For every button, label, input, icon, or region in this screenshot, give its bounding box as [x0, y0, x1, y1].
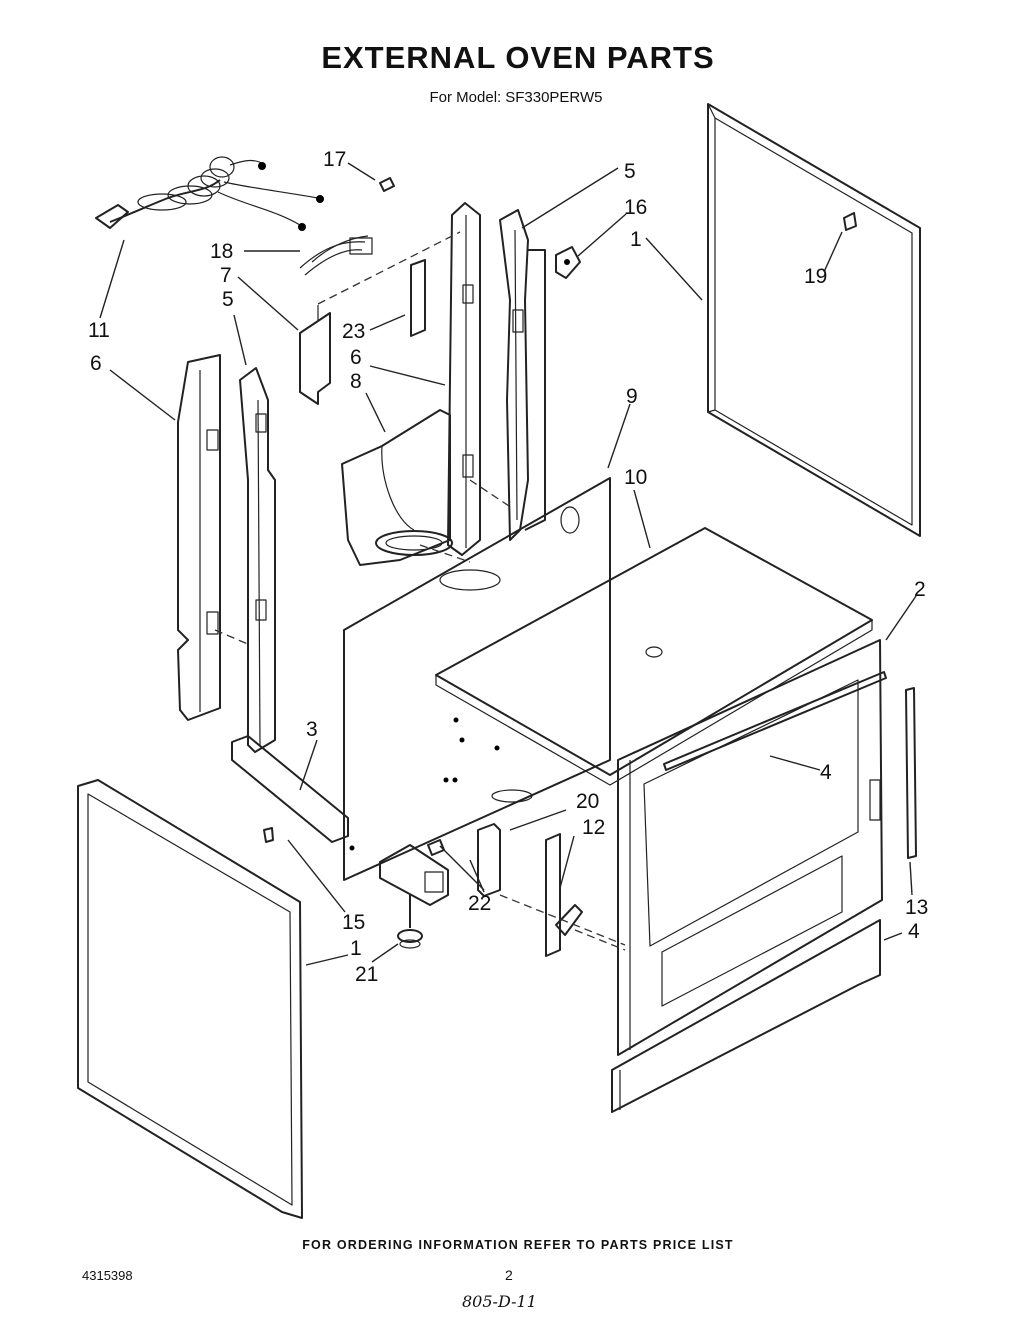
- callout-4-lower: 4: [908, 920, 920, 943]
- side-trim-part-13: [905, 687, 917, 859]
- page-title: EXTERNAL OVEN PARTS: [321, 40, 715, 75]
- callout-15: 15: [342, 911, 365, 934]
- callout-1-right: 1: [630, 228, 642, 251]
- strip-part-23: [410, 259, 426, 337]
- handwritten-code: 805-D-11: [462, 1292, 537, 1311]
- clip-part-19: [843, 212, 857, 231]
- callout-3: 3: [306, 718, 318, 741]
- callout-2: 2: [914, 578, 926, 601]
- clip-part-17: [379, 177, 395, 192]
- page-number: 2: [505, 1267, 513, 1283]
- callout-23: 23: [342, 320, 365, 343]
- leveling-leg-part-21: [397, 895, 423, 949]
- bracket-part-7: [299, 305, 331, 405]
- rail-left-part-5: [239, 367, 276, 753]
- model-number: SF330PERW5: [505, 89, 603, 106]
- callout-19: 19: [804, 265, 827, 288]
- assembly-lines: [214, 231, 626, 951]
- power-cord-part-11: [95, 156, 324, 231]
- bottom-rail-part-3: [231, 735, 349, 843]
- callout-9: 9: [626, 385, 638, 408]
- heat-deflector-part-8: [341, 409, 453, 566]
- hinge-rail-part-12: [545, 833, 583, 957]
- document-number: 4315398: [82, 1268, 133, 1283]
- rail-right-part-5: [499, 209, 546, 541]
- callout-12: 12: [582, 816, 605, 839]
- door-frame-left-part-1: [77, 779, 303, 1219]
- callout-7: 7: [220, 264, 232, 287]
- clip-part-16: [555, 246, 581, 279]
- model-label: For Model:: [429, 89, 502, 106]
- callout-1-left: 1: [350, 937, 362, 960]
- model-subtitle: For Model:SF330PERW5: [0, 89, 1036, 106]
- guide-part-22: [379, 839, 449, 906]
- wire-harness-part-18: [299, 235, 373, 276]
- callout-labels: 17 18 7 5 11 6 23 6 8 5 16 1 19 9 10 2 4…: [88, 148, 928, 986]
- callout-11: 11: [88, 319, 110, 342]
- callout-5-top: 5: [624, 160, 636, 183]
- trim-strip-part-4-upper: [663, 671, 887, 771]
- callout-20: 20: [576, 790, 599, 813]
- bracket-part-20: [477, 823, 501, 897]
- leader-lines: [99, 162, 917, 966]
- callout-8: 8: [350, 370, 362, 393]
- callout-18: 18: [210, 240, 233, 263]
- callout-17: 17: [323, 148, 346, 171]
- top-panel-part-10: [435, 527, 873, 786]
- callout-6-mid: 6: [350, 346, 362, 369]
- callout-22: 22: [468, 892, 491, 915]
- back-panel-part-9: [343, 477, 611, 881]
- side-panel-center-part-6: [447, 202, 481, 556]
- screw-part-15: [263, 827, 274, 843]
- callout-10: 10: [624, 466, 647, 489]
- kick-plate-part-4-lower: [611, 919, 881, 1113]
- callout-5-left: 5: [222, 288, 234, 311]
- ordering-note: FOR ORDERING INFORMATION REFER TO PARTS …: [302, 1238, 734, 1252]
- callout-13: 13: [905, 896, 928, 919]
- callout-21: 21: [355, 963, 378, 986]
- side-panel-left-part-6: [177, 354, 221, 721]
- back-panel-right-part-1: [707, 103, 921, 537]
- callout-4-upper: 4: [820, 761, 832, 784]
- callout-6-left: 6: [90, 352, 102, 375]
- callout-16: 16: [624, 196, 647, 219]
- front-frame-part-2: [617, 639, 883, 1056]
